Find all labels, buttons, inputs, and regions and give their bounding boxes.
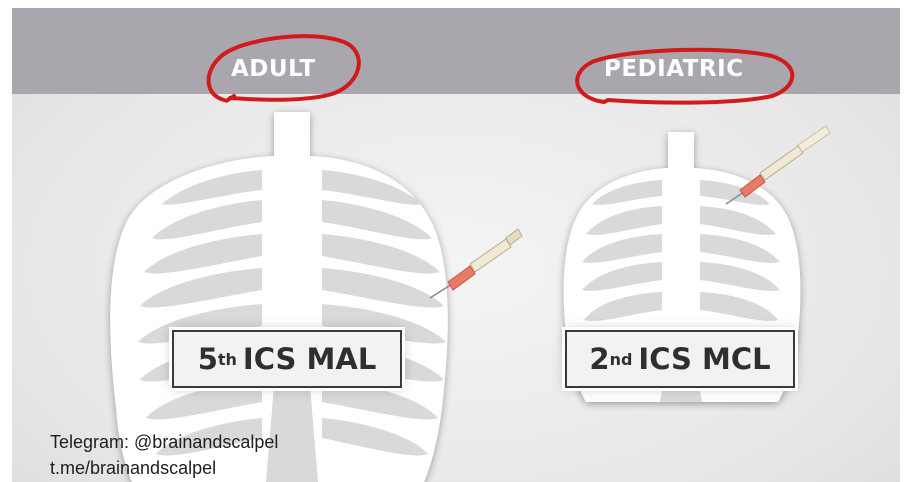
annotation-layer — [12, 8, 900, 482]
adult-site-number: 5 — [198, 342, 218, 376]
telegram-link[interactable]: t.me/brainandscalpel — [50, 458, 216, 479]
pediatric-site-number: 2 — [589, 342, 609, 376]
adult-site-ordinal: th — [218, 350, 237, 369]
telegram-credit: Telegram: @brainandscalpel — [50, 432, 278, 453]
pediatric-site-text: ICS MCL — [638, 342, 770, 376]
adult-site-text: ICS MAL — [243, 342, 376, 376]
adult-annotation-circle — [209, 36, 359, 101]
pediatric-site-ordinal: nd — [610, 350, 633, 369]
pediatric-annotation-circle — [577, 50, 792, 103]
